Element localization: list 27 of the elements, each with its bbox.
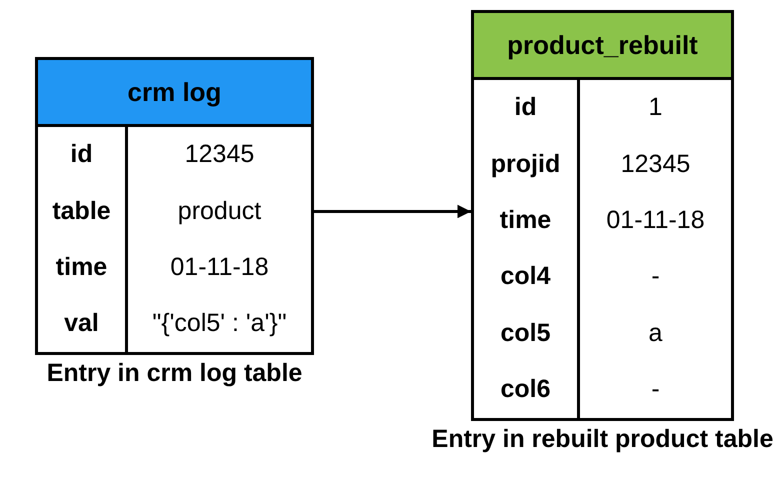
- field-name: id: [514, 92, 537, 124]
- field-name: col4: [500, 261, 551, 292]
- field-name: val: [64, 308, 99, 340]
- table-caption: Entry in rebuilt product table: [430, 424, 774, 455]
- field-name: time: [56, 252, 108, 283]
- field-value: 12345: [620, 148, 690, 180]
- field-value: 01-11-18: [170, 252, 269, 283]
- field-value: 12345: [184, 139, 254, 170]
- field-name: col5: [500, 318, 551, 349]
- table-box: [471, 10, 734, 421]
- field-name: id: [70, 139, 93, 170]
- field-name: table: [52, 196, 111, 227]
- table-title: crm log: [128, 76, 222, 108]
- field-value: product: [178, 196, 262, 227]
- field-value: a: [648, 318, 662, 349]
- field-value: -: [651, 374, 660, 405]
- field-name: time: [500, 204, 552, 236]
- field-value: 01-11-18: [606, 204, 705, 236]
- field-name: projid: [490, 148, 560, 180]
- table-title: product_rebuilt: [507, 28, 698, 62]
- field-value: 1: [648, 92, 662, 124]
- arrow: [314, 204, 471, 218]
- table-box: [35, 57, 314, 356]
- field-value: -: [651, 261, 660, 292]
- table-caption: Entry in crm log table: [46, 358, 304, 390]
- field-value: "{'col5' : 'a'}": [152, 308, 287, 340]
- field-name: col6: [500, 374, 551, 405]
